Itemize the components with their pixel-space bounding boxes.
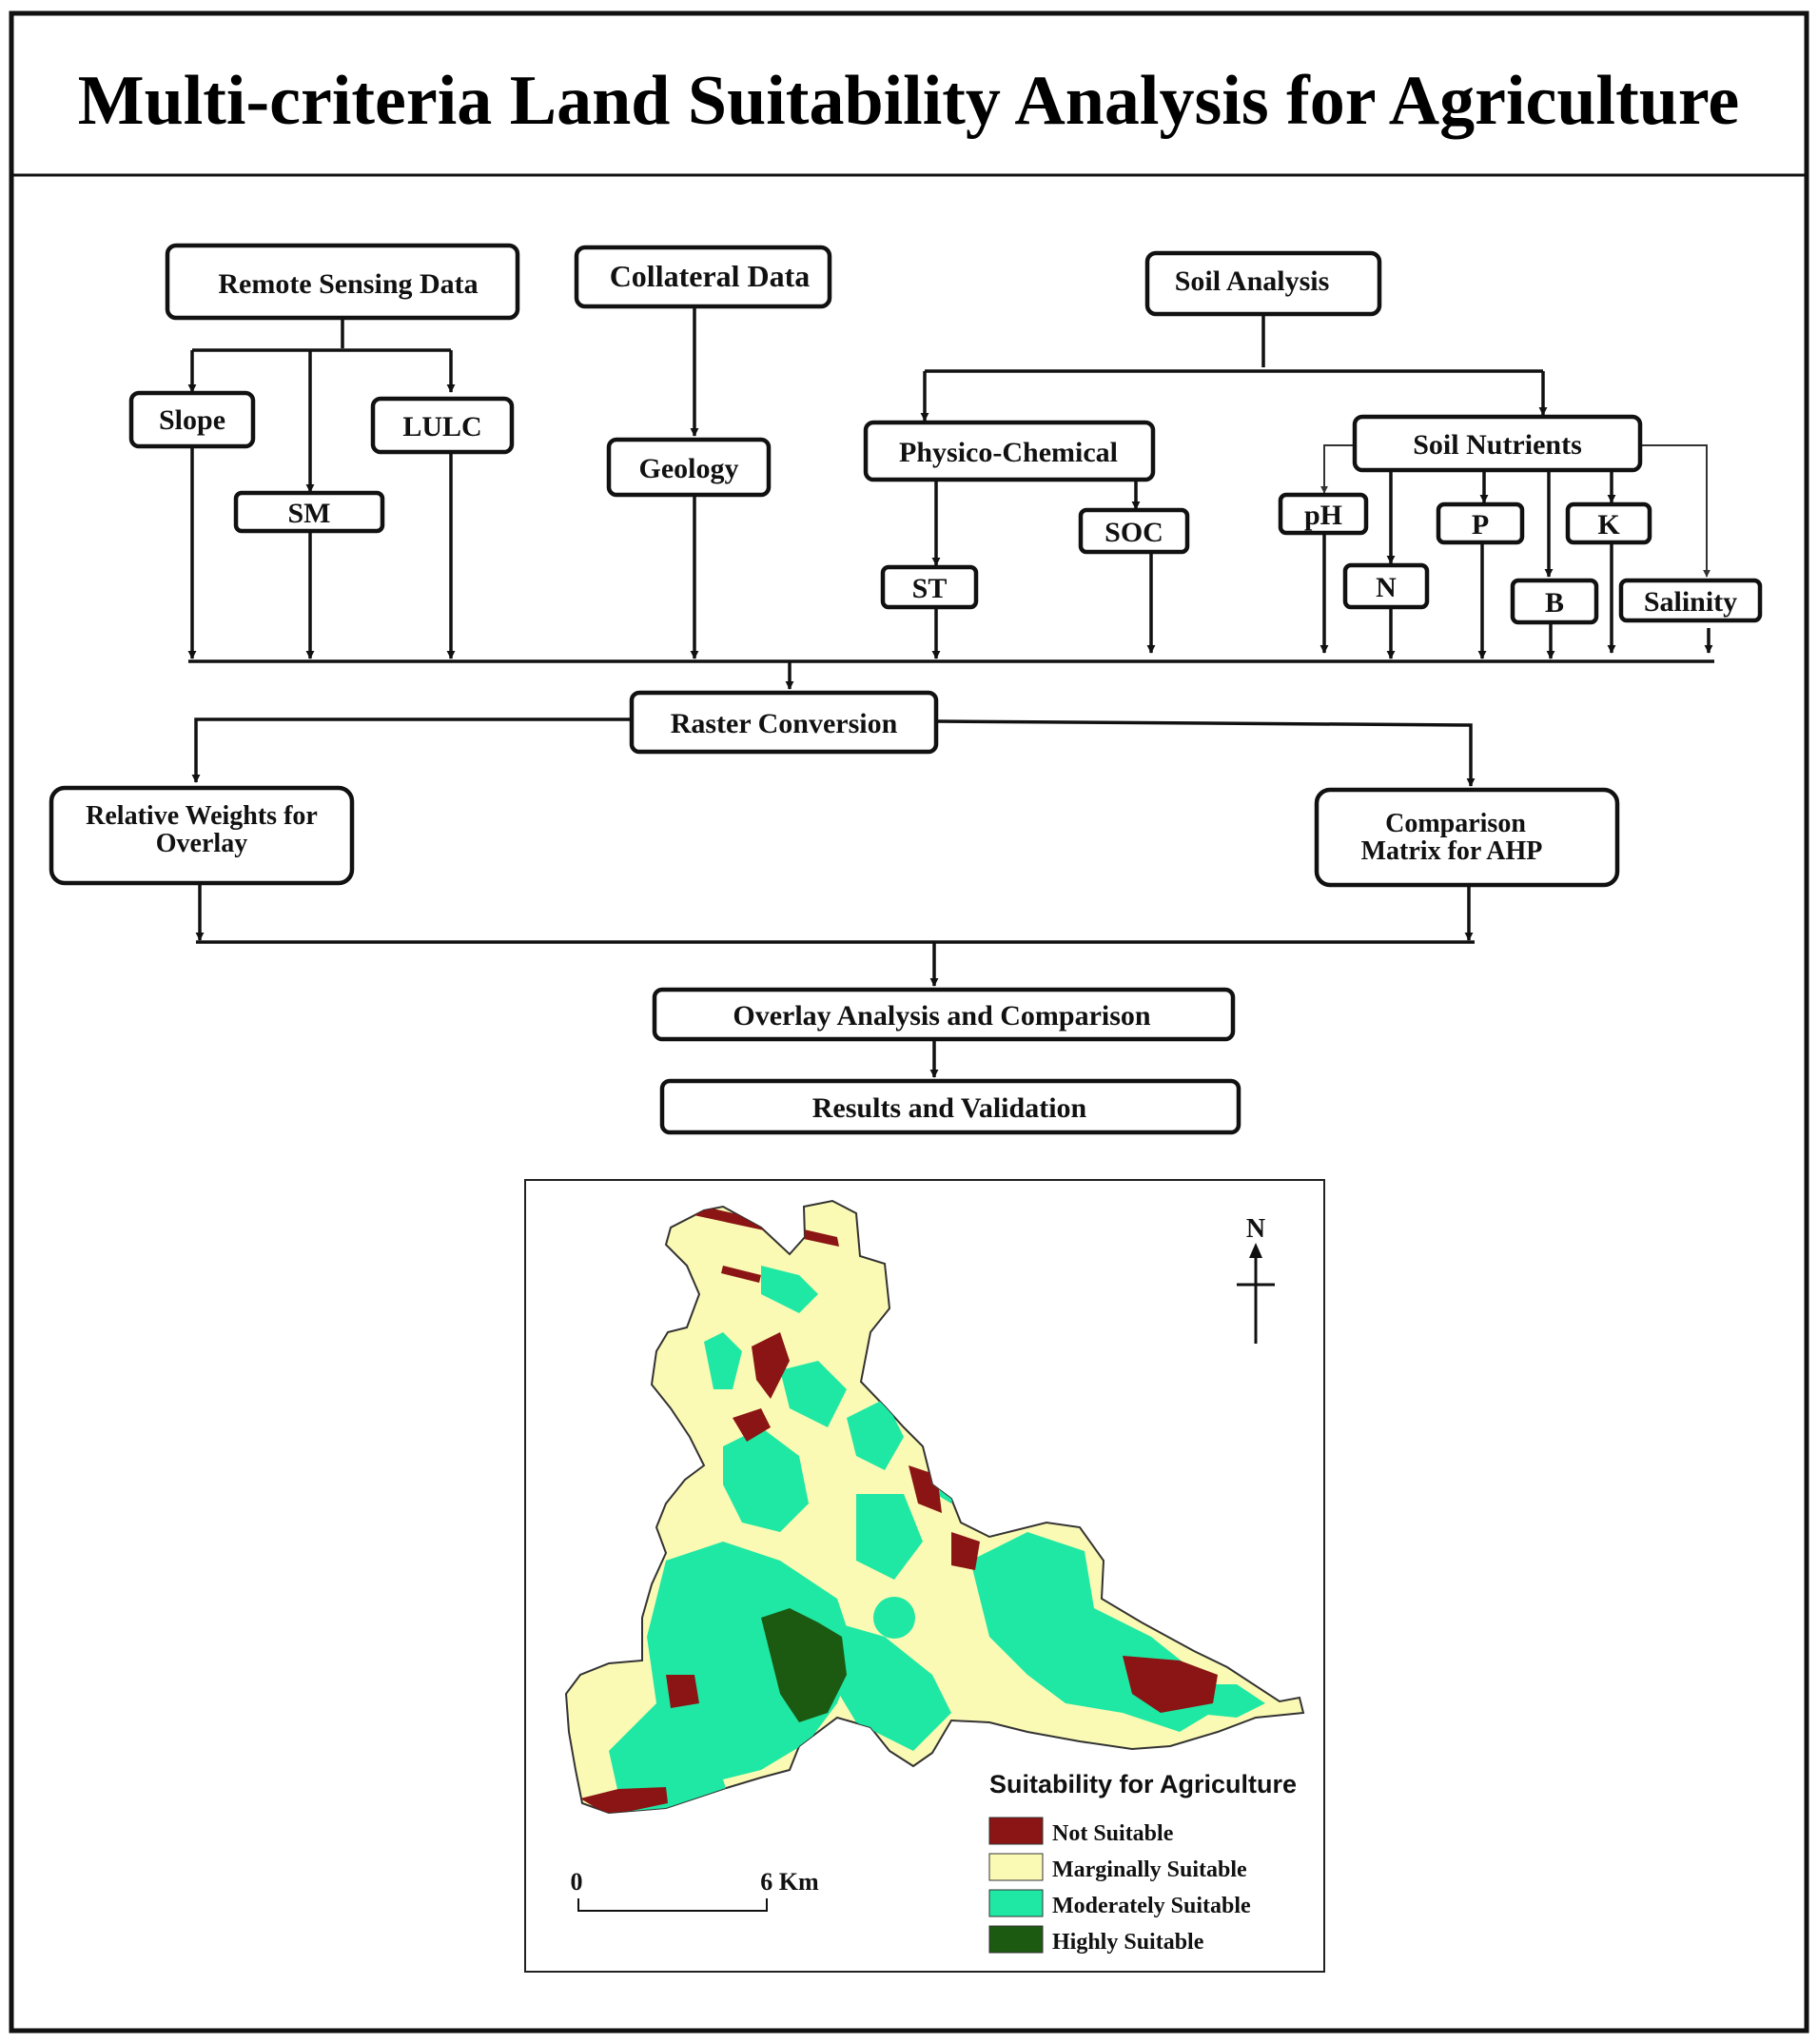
node-label: B: [1545, 587, 1564, 619]
north-arrow: N: [1237, 1214, 1275, 1344]
node-label: N: [1376, 572, 1397, 603]
node-b: B: [1510, 578, 1599, 625]
node-label: Overlay Analysis and Comparison: [733, 1000, 1151, 1032]
node-label: K: [1597, 509, 1620, 540]
map-region-not-suitable: [580, 1201, 1218, 1813]
node-label: SM: [288, 498, 331, 529]
legend-title: Suitability for Agriculture: [989, 1770, 1297, 1798]
legend: Suitability for Agriculture Not Suitable…: [988, 1770, 1297, 1955]
node-label: Soil Nutrients: [1413, 429, 1582, 461]
node-label: Overlay: [156, 829, 247, 858]
node-label: Results and Validation: [812, 1092, 1087, 1124]
legend-label: Highly Suitable: [1052, 1930, 1204, 1955]
legend-swatch-not-suitable: [988, 1817, 1044, 1845]
node-label: Remote Sensing Data: [218, 268, 478, 300]
legend-label: Marginally Suitable: [1052, 1857, 1247, 1882]
node-label: Relative Weights for: [86, 801, 318, 831]
node-raster-conversion: Raster Conversion: [629, 690, 939, 755]
node-salinity: Salinity: [1618, 578, 1763, 623]
legend-item: Marginally Suitable: [988, 1853, 1247, 1882]
node-label: Collateral Data: [610, 259, 811, 293]
scale-end-label: 6 Km: [760, 1868, 819, 1896]
node-n: N: [1342, 562, 1430, 610]
node-overlay-analysis: Overlay Analysis and Comparison: [652, 987, 1236, 1042]
node-soil-nutrients: Soil Nutrients: [1352, 414, 1643, 473]
node-label: SOC: [1104, 517, 1163, 548]
page-title: Multi-criteria Land Suitability Analysis…: [78, 62, 1740, 140]
node-remote-sensing: Remote Sensing Data: [165, 243, 520, 321]
node-soil-analysis: Soil Analysis: [1144, 250, 1382, 317]
legend-item: Moderately Suitable: [988, 1889, 1251, 1918]
node-comparison-matrix: Comparison Matrix for AHP: [1314, 787, 1620, 888]
node-collateral: Collateral Data: [574, 245, 832, 309]
node-label: Raster Conversion: [671, 708, 898, 739]
node-st: ST: [880, 564, 979, 610]
node-label: Slope: [159, 404, 225, 436]
node-k: K: [1565, 501, 1652, 545]
node-label: Comparison: [1385, 809, 1526, 838]
node-label: LULC: [402, 411, 481, 442]
node-physico-chemical: Physico-Chemical: [863, 420, 1156, 482]
node-label: Physico-Chemical: [899, 437, 1118, 468]
legend-label: Moderately Suitable: [1052, 1894, 1251, 1918]
node-label: Salinity: [1644, 586, 1737, 618]
node-results-validation: Results and Validation: [659, 1078, 1241, 1135]
node-soc: SOC: [1078, 507, 1190, 555]
node-geology: Geology: [606, 437, 772, 498]
suitability-map: [565, 1200, 1304, 1814]
legend-swatch-moderate: [988, 1889, 1044, 1917]
node-label: ST: [912, 573, 948, 604]
scale-bar: 0 6 Km: [571, 1868, 819, 1912]
legend-item: Not Suitable: [988, 1817, 1174, 1846]
node-label: P: [1472, 509, 1489, 540]
north-label: N: [1246, 1214, 1265, 1244]
node-sm: SM: [233, 490, 385, 534]
node-label: Soil Analysis: [1175, 265, 1330, 297]
map-region-highly-suitable: [761, 1608, 847, 1722]
legend-swatch-marginal: [988, 1853, 1044, 1881]
node-lulc: LULC: [370, 396, 515, 455]
node-label: pH: [1304, 500, 1342, 531]
scale-start-label: 0: [571, 1868, 583, 1896]
node-p: P: [1436, 501, 1525, 545]
legend-item: Highly Suitable: [988, 1925, 1204, 1955]
node-relative-weights: Relative Weights for Overlay: [49, 785, 355, 886]
flowchart-connectors: [187, 308, 1714, 1078]
node-label: Matrix for AHP: [1361, 836, 1543, 866]
legend-label: Not Suitable: [1052, 1821, 1174, 1846]
node-slope: Slope: [128, 390, 256, 449]
legend-swatch-highly: [988, 1925, 1044, 1954]
node-label: Geology: [639, 453, 739, 484]
node-ph: pH: [1278, 492, 1369, 536]
